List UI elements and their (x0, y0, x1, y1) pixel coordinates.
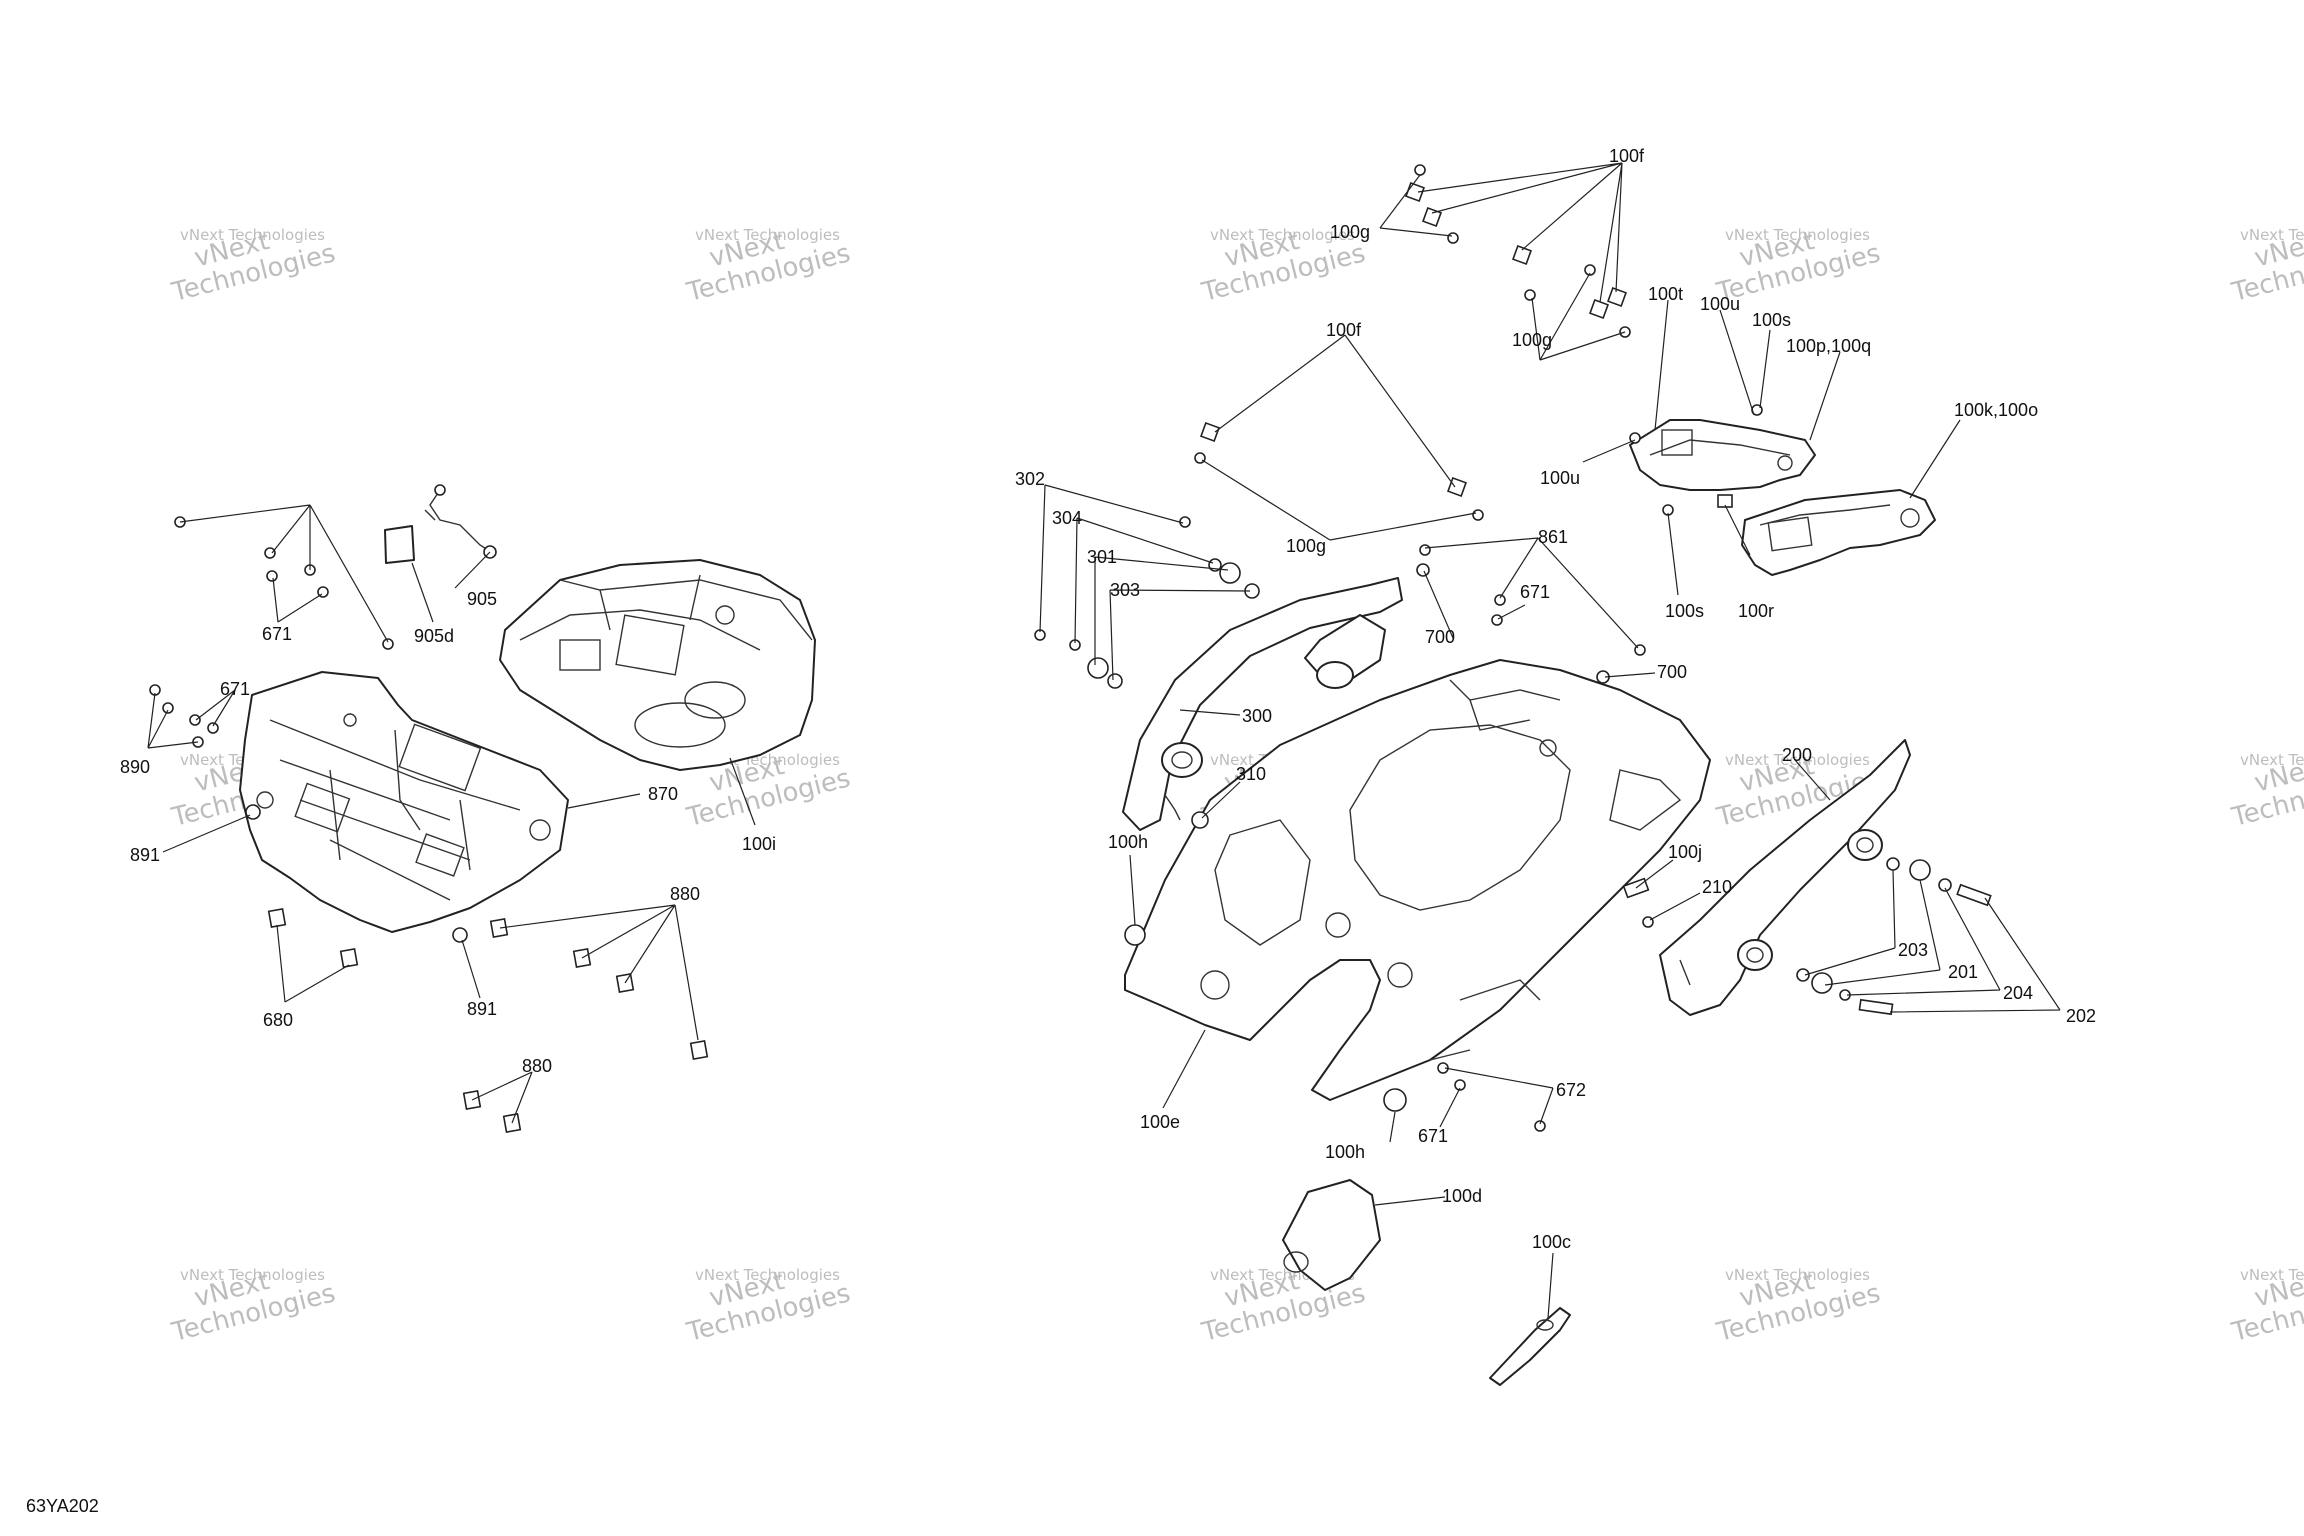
callout-100g: 100g (1330, 222, 1370, 242)
callout-870: 870 (648, 784, 678, 804)
watermark-text: vNext Technologies (1725, 226, 1870, 244)
hardware-671-left-top (174, 516, 394, 650)
watermark-text: vNext Technologies (1725, 751, 1870, 769)
callout-672: 672 (1556, 1080, 1586, 1100)
callout-100i: 100i (742, 834, 776, 854)
callout-100u: 100u (1540, 468, 1580, 488)
callout-100g: 100g (1512, 330, 1552, 350)
bracket-100k-100o (1741, 489, 1936, 576)
watermark-text: vNext Technologies (695, 226, 840, 244)
callout-890: 890 (120, 757, 150, 777)
callout-100h: 100h (1108, 832, 1148, 852)
callout-100j: 100j (1668, 842, 1702, 862)
callout-680: 680 (263, 1010, 293, 1030)
callout-700: 700 (1425, 627, 1455, 647)
callout-100k-100o: 100k,100o (1954, 400, 2038, 420)
grab-handle-300 (1122, 577, 1403, 831)
bracket-100t-100p (1629, 419, 1816, 491)
watermark-stamp: vNext Technologies vNextTechnologies (1713, 1266, 1883, 1348)
callout-100u: 100u (1700, 294, 1740, 314)
hardware-200-series (1622, 857, 1992, 1016)
bracket-100c (1489, 1307, 1571, 1386)
callout-100s: 100s (1752, 310, 1791, 330)
grommet-891 (245, 804, 468, 943)
watermark-text: vNext Technologies (1210, 226, 1355, 244)
callout-671: 671 (220, 679, 250, 699)
callout-905d: 905d (414, 626, 454, 646)
watermark-stamp: vNext Technologies vNextTechnologies (683, 1266, 853, 1348)
watermark-stamp: vNext Technologies vNextTechnologies (2228, 751, 2304, 833)
callout-891: 891 (130, 845, 160, 865)
watermark-stamp: vNext Technologies vNextTechnologies (168, 226, 338, 308)
callout-700: 700 (1657, 662, 1687, 682)
watermark-text: vNext Technologies (180, 226, 325, 244)
grab-handle-200 (1659, 739, 1911, 1016)
callout-302: 302 (1015, 469, 1045, 489)
clip-nut-680 (267, 907, 359, 969)
watermark-text: vNext Technologies (2240, 751, 2304, 769)
callout-100f: 100f (1326, 320, 1362, 340)
callout-100s: 100s (1665, 601, 1704, 621)
watermark-stamp: vNext Technologies vNextTechnologies (168, 1266, 338, 1348)
hardware-671-890-left (149, 684, 219, 748)
callout-210: 210 (1702, 877, 1732, 897)
callout-300: 300 (1242, 706, 1272, 726)
hardware-672-671-100h (1383, 1062, 1546, 1132)
watermark-stamp: vNext Technologies vNextTechnologies (2228, 1266, 2304, 1348)
label-sticker-905d (384, 525, 415, 564)
watermark-stamp: vNext Technologies vNextTechnologies (2228, 226, 2304, 308)
callout-100d: 100d (1442, 1186, 1482, 1206)
callout-100c: 100c (1532, 1232, 1571, 1252)
wire-harness-905 (424, 484, 497, 559)
watermark-text: vNext Technologies (695, 1266, 840, 1284)
watermark-text: vNext Technologies (1725, 1266, 1870, 1284)
callout-905: 905 (467, 589, 497, 609)
callout-100g: 100g (1286, 536, 1326, 556)
watermark-text: vNext Technologies (180, 1266, 325, 1284)
cover-100d (1282, 1179, 1381, 1291)
tray-100i (499, 559, 816, 771)
watermark-text: vNext Technologies (2240, 1266, 2304, 1284)
body-panel-100e (1124, 659, 1711, 1101)
callout-880: 880 (670, 884, 700, 904)
callout-201: 201 (1948, 962, 1978, 982)
callout-304: 304 (1052, 508, 1082, 528)
callout-671: 671 (1520, 582, 1550, 602)
watermark-stamp: vNext Technologies vNextTechnologies (676, 211, 853, 308)
callout-labels: 100f 100g 100g 100t 100u 100s 100p,100q … (120, 146, 2096, 1252)
callout-100h: 100h (1325, 1142, 1365, 1162)
callout-303: 303 (1110, 580, 1140, 600)
leader-lines (147, 162, 2061, 1319)
callout-671: 671 (262, 624, 292, 644)
callout-100t: 100t (1648, 284, 1683, 304)
callout-100r: 100r (1738, 601, 1774, 621)
hardware-861-700-671 (1416, 544, 1646, 684)
callout-861: 861 (1538, 527, 1568, 547)
callout-671: 671 (1418, 1126, 1448, 1146)
watermark-text: vNextTechnologies (676, 211, 853, 308)
callout-100e: 100e (1140, 1112, 1180, 1132)
callout-100p-100q: 100p,100q (1786, 336, 1871, 356)
callout-310: 310 (1236, 764, 1266, 784)
callout-202: 202 (2066, 1006, 2096, 1026)
callout-891: 891 (467, 999, 497, 1019)
callout-200: 200 (1782, 745, 1812, 765)
mounting-plate-870 (239, 671, 569, 933)
watermark-text: vNext Technologies (2240, 226, 2304, 244)
clip-nut-880 (462, 917, 709, 1134)
callout-301: 301 (1087, 547, 1117, 567)
hardware-100f-100g (1194, 164, 1631, 521)
diagram-reference-code: 63YA202 (26, 1496, 99, 1516)
callout-880: 880 (522, 1056, 552, 1076)
callout-203: 203 (1898, 940, 1928, 960)
callout-204: 204 (2003, 983, 2033, 1003)
callout-100f: 100f (1609, 146, 1645, 166)
